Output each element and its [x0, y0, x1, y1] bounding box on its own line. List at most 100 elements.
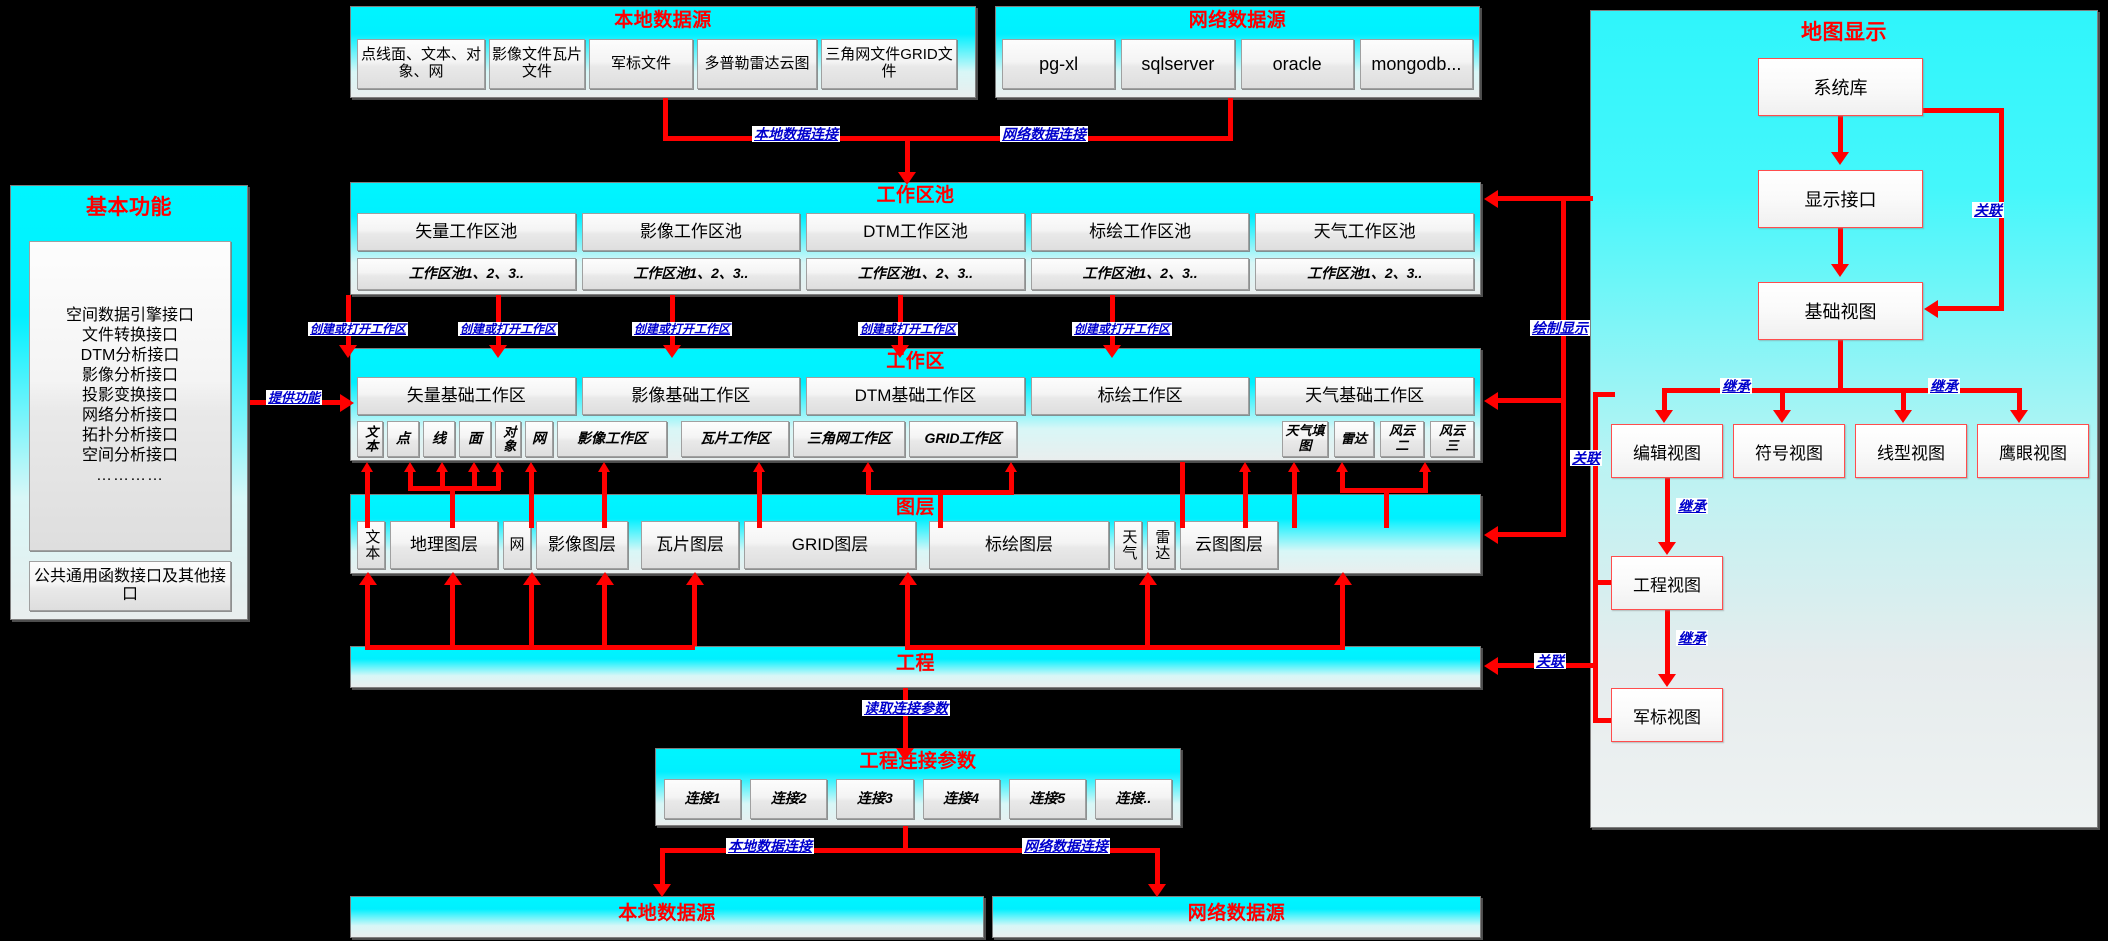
workspace-subitem[interactable]: 三角网工作区 — [793, 421, 905, 457]
layer-item[interactable]: 云图图层 — [1180, 521, 1278, 569]
local-data-source-panel: 本地数据源 点线面、文本、对象、网 影像文件瓦片文件 军标文件 多普勒雷达云图 … — [350, 6, 976, 98]
layer-item[interactable]: 文本 — [357, 521, 385, 569]
common-interface-box[interactable]: 公共通用函数接口及其他接口 — [29, 561, 231, 611]
interface-item: ………… — [96, 466, 164, 484]
workspace-subitem[interactable]: 面 — [459, 421, 491, 457]
local-source-item[interactable]: 三角网文件GRID文件 — [821, 39, 957, 89]
network-source-item[interactable]: oracle — [1240, 39, 1354, 89]
layers-title: 图层 — [895, 497, 935, 518]
layer-item[interactable]: 天气 — [1114, 521, 1142, 569]
label-association: 关联 — [1972, 202, 2004, 218]
symbol-view-box[interactable]: 符号视图 — [1733, 424, 1845, 478]
workspace-pool-instances[interactable]: 工作区池1、2、3.. — [581, 258, 801, 290]
interface-item: DTM分析接口 — [80, 347, 180, 365]
layer-item[interactable]: 地理图层 — [390, 521, 498, 569]
connection-item[interactable]: 连接3 — [836, 779, 914, 819]
connector-line — [1838, 228, 1843, 272]
workspace-pool-column[interactable]: DTM工作区池 — [806, 213, 1025, 251]
label-create-open-workspace: 创建或打开工作区 — [458, 322, 559, 336]
label-inherit: 继承 — [1676, 630, 1708, 646]
connector-line — [1228, 98, 1233, 140]
basic-function-title: 基本功能 — [86, 196, 172, 219]
connector-line — [365, 584, 370, 650]
connection-item[interactable]: 连接1 — [664, 779, 742, 819]
connector-line — [692, 584, 697, 646]
workspace-column[interactable]: 矢量基础工作区 — [357, 377, 576, 415]
workspace-subitem[interactable]: 影像工作区 — [557, 421, 667, 457]
system-library-box[interactable]: 系统库 — [1758, 58, 1923, 116]
arrow-head-down — [891, 345, 909, 358]
workspace-column[interactable]: 天气基础工作区 — [1255, 377, 1474, 415]
connector-line — [1665, 478, 1670, 548]
workspace-pool-column[interactable]: 标绘工作区池 — [1030, 213, 1250, 251]
interface-item: 文件转换接口 — [81, 327, 178, 345]
layer-item[interactable]: GRID图层 — [744, 521, 916, 569]
workspace-subitem[interactable]: 瓦片工作区 — [681, 421, 789, 457]
linetype-view-box[interactable]: 线型视图 — [1855, 424, 1967, 478]
workspace-subitem[interactable]: 雷达 — [1334, 421, 1374, 457]
label-provide-function: 提供功能 — [266, 390, 323, 405]
label-network-data-connection: 网络数据连接 — [1022, 838, 1110, 854]
network-source-item[interactable]: mongodb... — [1359, 39, 1473, 89]
workspace-subitem[interactable]: 点 — [387, 421, 419, 457]
display-interface-box[interactable]: 显示接口 — [1758, 170, 1923, 228]
layer-item[interactable]: 标绘图层 — [929, 521, 1109, 569]
eagleeye-view-box[interactable]: 鹰眼视图 — [1977, 424, 2089, 478]
connector-line — [903, 688, 908, 754]
workspace-column[interactable]: 影像基础工作区 — [581, 377, 801, 415]
local-source-item[interactable]: 影像文件瓦片文件 — [489, 39, 585, 89]
workspace-pool-column[interactable]: 矢量工作区池 — [357, 213, 576, 251]
workspace-pool-instances[interactable]: 工作区池1、2、3.. — [1255, 258, 1474, 290]
connector-line — [440, 470, 445, 490]
connector-line — [1938, 306, 2004, 311]
connector-line — [905, 584, 910, 646]
connection-item[interactable]: 连接2 — [750, 779, 828, 819]
workspace-pool-instances[interactable]: 工作区池1、2、3.. — [806, 258, 1025, 290]
project-view-box[interactable]: 工程视图 — [1611, 556, 1723, 610]
layer-item[interactable]: 影像图层 — [536, 521, 628, 569]
workspace-subitem[interactable]: 天气填图 — [1282, 421, 1328, 457]
workspace-pool-column[interactable]: 天气工作区池 — [1255, 213, 1474, 251]
workspace-column[interactable]: 标绘工作区 — [1030, 377, 1250, 415]
interface-item: 空间数据引擎接口 — [65, 307, 194, 325]
arrow-head-up — [1334, 572, 1352, 585]
workspace-column[interactable]: DTM基础工作区 — [806, 377, 1025, 415]
workspace-subitem[interactable]: 网 — [525, 421, 553, 457]
connection-item[interactable]: 连接4 — [922, 779, 1000, 819]
workspace-pool-column[interactable]: 影像工作区池 — [581, 213, 801, 251]
arrow-head-up — [1139, 572, 1157, 585]
connector-line — [866, 470, 871, 494]
workspace-subitem[interactable]: 线 — [423, 421, 455, 457]
network-source-item[interactable]: sqlserver — [1121, 39, 1235, 89]
workspace-pool-instances[interactable]: 工作区池1、2、3.. — [357, 258, 576, 290]
workspace-subitem[interactable]: 对象 — [495, 421, 521, 457]
workspace-subitem[interactable]: 风云二 — [1380, 421, 1424, 457]
connector-line — [496, 470, 501, 490]
layer-item[interactable]: 瓦片图层 — [641, 521, 739, 569]
connector-line — [1561, 196, 1566, 536]
workspace-subitem[interactable]: 风云三 — [1430, 421, 1474, 457]
military-view-box[interactable]: 军标视图 — [1611, 688, 1723, 742]
layer-item[interactable]: 雷达 — [1147, 521, 1175, 569]
base-view-box[interactable]: 基础视图 — [1758, 282, 1923, 340]
workspace-subitem[interactable]: 文本 — [357, 421, 383, 457]
edit-view-box[interactable]: 编辑视图 — [1611, 424, 1723, 478]
network-source-item[interactable]: pg-xl — [1002, 39, 1116, 89]
layer-item[interactable]: 网 — [503, 521, 531, 569]
label-association: 关联 — [1534, 653, 1566, 669]
local-source-item[interactable]: 军标文件 — [589, 39, 693, 89]
workspace-subitem[interactable]: GRID工作区 — [909, 421, 1017, 457]
network-data-source-bottom-title: 网络数据源 — [1187, 903, 1286, 924]
project-connection-panel: 工程连接参数 连接1 连接2 连接3 连接4 连接5 连接.. — [655, 748, 1181, 826]
project-panel: 工程 — [350, 646, 1481, 688]
connector-line — [1340, 470, 1345, 492]
connection-item[interactable]: 连接5 — [1008, 779, 1086, 819]
workspace-pool-instances[interactable]: 工作区池1、2、3.. — [1030, 258, 1250, 290]
arrow-head-up — [596, 572, 614, 585]
connection-item[interactable]: 连接.. — [1094, 779, 1173, 819]
local-data-source-bottom-title: 本地数据源 — [618, 903, 716, 924]
connector-line — [365, 470, 370, 528]
local-source-item[interactable]: 点线面、文本、对象、网 — [357, 39, 485, 89]
network-data-source-panel: 网络数据源 pg-xl sqlserver oracle mongodb... — [995, 6, 1480, 98]
local-source-item[interactable]: 多普勒雷达云图 — [697, 39, 817, 89]
